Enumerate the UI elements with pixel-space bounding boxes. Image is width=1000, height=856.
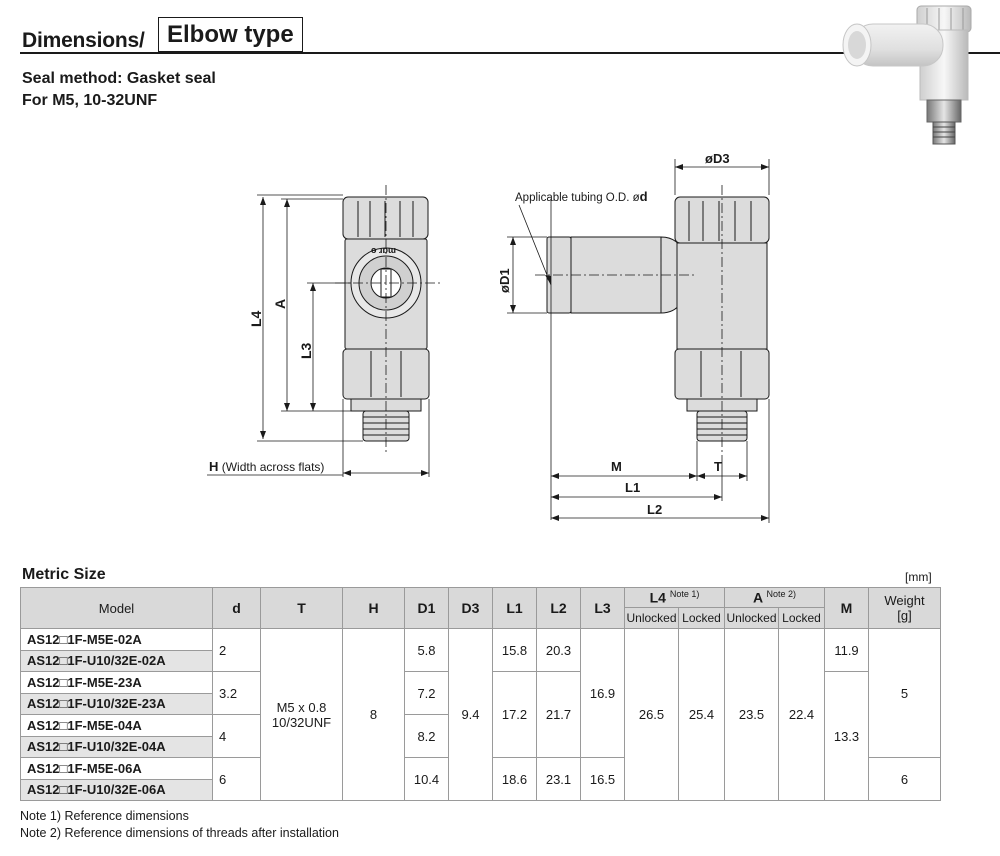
model-cell: AS12□1F-U10/32E-06A [20,778,213,801]
page-title: Dimensions/ [22,29,145,52]
model-cell: AS12□1F-M5E-04A [20,714,213,737]
header-L4-unlocked: Unlocked [624,607,679,629]
L1-cell: 18.6 [492,757,537,801]
note-1: Note 1) Reference dimensions [20,809,189,823]
dimension-drawing: ɵ ɹɒɯ [207,151,770,523]
label-L4: L4 [248,310,264,327]
label-L1: L1 [625,480,640,495]
L4-unlocked-cell: 26.5 [624,628,679,801]
unit-label: [mm] [905,570,932,584]
header-D1: D1 [404,587,449,629]
label-M: M [611,459,622,474]
d-cell: 3.2 [212,671,261,715]
title-divider [20,52,860,54]
header-A-locked: Locked [778,607,825,629]
A-locked-cell: 22.4 [778,628,825,801]
model-cell: AS12□1F-M5E-06A [20,757,213,780]
M-cell: 11.9 [824,628,869,672]
L2-cell: 20.3 [536,628,581,672]
d-cell: 4 [212,714,261,758]
D1-cell: 8.2 [404,714,449,758]
elbow-type-label: Elbow type [158,17,303,52]
model-cell: AS12□1F-U10/32E-04A [20,735,213,758]
label-D3: øD3 [705,151,730,166]
header-H: H [342,587,405,629]
header-L3: L3 [580,587,625,629]
label-L2: L2 [647,502,662,517]
seal-method-text: Seal method: Gasket seal [22,70,216,87]
model-cell: AS12□1F-M5E-02A [20,628,213,651]
M-cell: 13.3 [824,671,869,801]
header-L1: L1 [492,587,537,629]
H-cell: 8 [342,628,405,801]
header-L2: L2 [536,587,581,629]
header-M: M [824,587,869,629]
header-D3: D3 [448,587,493,629]
D3-cell: 9.4 [448,628,493,801]
side-view [546,196,770,442]
header-T: T [260,587,343,629]
L4-locked-cell: 25.4 [678,628,725,801]
label-tubing-od: Applicable tubing O.D. ød [515,189,648,204]
section-title: Metric Size [22,566,106,583]
model-cell: AS12□1F-M5E-23A [20,671,213,694]
header-L4: L4 Note 1) [624,587,725,608]
A-unlocked-cell: 23.5 [724,628,779,801]
L3-cell: 16.9 [580,628,625,758]
L2-cell: 23.1 [536,757,581,801]
label-H: H (Width across flats) [209,459,324,474]
model-cell: AS12□1F-U10/32E-23A [20,692,213,715]
metric-size-table: Model d T H D1 D3 L1 L2 L3 L4 Note 1) A … [20,587,941,801]
D1-cell: 7.2 [404,671,449,715]
d-cell: 2 [212,628,261,672]
header-L4-locked: Locked [678,607,725,629]
label-T: T [714,459,722,474]
label-A: A [272,299,288,309]
label-L3: L3 [298,342,314,359]
weight-cell: 6 [868,757,941,801]
header-weight: Weight[g] [868,587,941,629]
label-D1: øD1 [497,268,512,293]
header-A-unlocked: Unlocked [724,607,779,629]
header-A: A Note 2) [724,587,825,608]
model-cell: AS12□1F-U10/32E-02A [20,649,213,672]
L2-cell: 21.7 [536,671,581,758]
D1-cell: 10.4 [404,757,449,801]
d-cell: 6 [212,757,261,801]
L1-cell: 15.8 [492,628,537,672]
L1-cell: 17.2 [492,671,537,758]
L3-cell: 16.5 [580,757,625,801]
thread-spec-text: For M5, 10-32UNF [22,92,158,109]
D1-cell: 5.8 [404,628,449,672]
product-photo [842,5,972,145]
port-marking: ɵ ɹɒɯ [371,245,396,255]
note-2: Note 2) Reference dimensions of threads … [20,826,339,840]
weight-cell: 5 [868,628,941,758]
header-model: Model [20,587,213,629]
header-d: d [212,587,261,629]
